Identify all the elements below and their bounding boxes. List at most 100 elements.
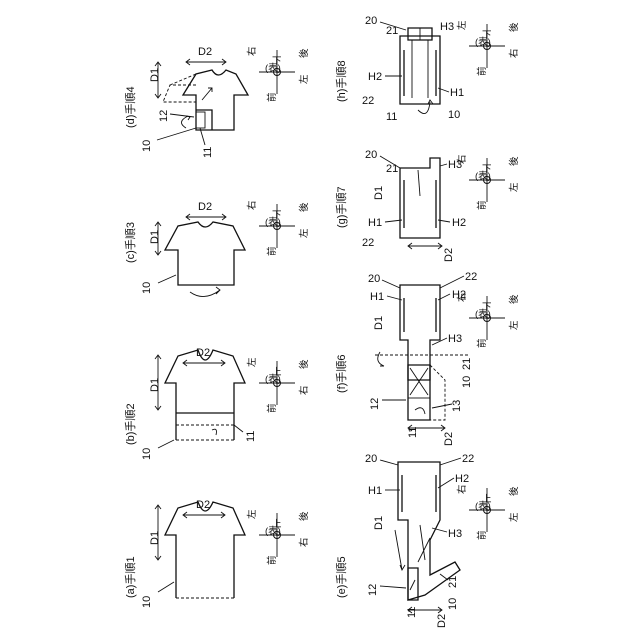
compass-a: 上 (表) 左 右 前 後	[246, 509, 310, 565]
dim-d1-e: D1	[373, 516, 385, 530]
panel-b-dims: D1 D2	[149, 347, 225, 410]
ref-22-e: 22	[462, 453, 474, 465]
ref-11-b: 11	[245, 431, 257, 442]
dim-d1-a: D1	[149, 531, 161, 545]
caption-g: (g)手順7	[334, 186, 348, 228]
panel-a-dims: D1 D2	[149, 499, 225, 560]
compass-right-f: 右	[456, 292, 468, 302]
dim-d1-d: D1	[149, 68, 161, 82]
ref-20-f: 20	[368, 273, 380, 285]
panel-h-box	[400, 28, 440, 114]
ref-h1-e: H1	[368, 485, 382, 497]
panel-c-shirt	[165, 222, 245, 297]
ref-11-e: 11	[406, 607, 418, 618]
compass-right-b: 右	[298, 385, 310, 395]
compass-left-f: 左	[508, 320, 520, 330]
dim-d1-f: D1	[373, 316, 385, 330]
caption-b: (b)手順2	[123, 403, 137, 445]
ref-10-f: 10	[461, 376, 473, 388]
compass-back-b: 後	[298, 359, 310, 369]
compass-back-f: 後	[508, 294, 520, 304]
compass-front-d: 前	[266, 92, 278, 102]
compass-h: 下 (表) 左 右 前 後	[456, 20, 520, 76]
dim-d1-b: D1	[149, 378, 161, 392]
compass-front-h: 前	[476, 66, 488, 76]
compass-face-h: (表)	[475, 36, 491, 48]
compass-left-g: 左	[508, 182, 520, 192]
ref-10-d: 10	[141, 140, 153, 152]
ref-21-g: 21	[386, 163, 398, 175]
panel-d-rotate-arrow	[181, 116, 190, 128]
compass-back-a: 後	[298, 511, 310, 521]
compass-f: 下 (表) 右 左 前 後	[456, 292, 520, 348]
compass-left-d: 左	[298, 74, 310, 84]
panel-b-shirt	[165, 350, 245, 440]
ref-h2-g: H2	[452, 217, 466, 229]
ref-21-f: 21	[461, 358, 473, 370]
compass-left-c: 左	[298, 228, 310, 238]
compass-front-g: 前	[476, 200, 488, 210]
ref-10-e: 10	[447, 598, 459, 610]
compass-face-a: (表)	[265, 525, 281, 537]
compass-left-e: 左	[508, 512, 520, 522]
ref-21-e: 21	[447, 576, 459, 588]
compass-right-g: 右	[456, 154, 468, 164]
dim-d2-b: D2	[196, 347, 210, 359]
compass-right-d: 右	[246, 46, 258, 56]
ref-12-d: 12	[158, 110, 170, 122]
ref-10-a: 10	[141, 596, 153, 608]
ref-10-c: 10	[141, 282, 153, 294]
panel-d-dims: D1 D2	[149, 46, 226, 98]
ref-12-f: 12	[369, 398, 381, 410]
dim-d1-g: D1	[373, 186, 385, 200]
panel-g-box	[400, 158, 440, 238]
dim-d1-c: D1	[149, 230, 161, 244]
panel-g-d2: D2	[408, 243, 455, 262]
ref-11-h: 11	[386, 111, 397, 123]
compass-face-f: (表)	[475, 308, 491, 320]
ref-h3-e: H3	[448, 528, 462, 540]
caption-c: (c)手順3	[123, 222, 137, 263]
ref-12-e: 12	[367, 584, 379, 596]
compass-front-a: 前	[266, 555, 278, 565]
compass-e: 上 (表) 右 左 前 後	[456, 484, 520, 540]
dim-d2-a: D2	[196, 499, 210, 511]
ref-h1-h: H1	[450, 87, 464, 99]
ref-h3-f: H3	[448, 333, 462, 345]
compass-front-b: 前	[266, 403, 278, 413]
compass-right-c: 右	[246, 200, 258, 210]
compass-left-h: 左	[456, 20, 468, 30]
compass-front-e: 前	[476, 530, 488, 540]
compass-face-b: (表)	[265, 373, 281, 385]
compass-face-c: (表)	[265, 216, 281, 228]
ref-20-h: 20	[365, 15, 377, 27]
panel-d-shirt	[163, 70, 248, 130]
compass-face-d: (表)	[265, 62, 281, 74]
caption-h: (h)手順8	[334, 60, 348, 102]
caption-d: (d)手順4	[123, 86, 137, 128]
ref-20-e: 20	[365, 453, 377, 465]
compass-right-e: 右	[456, 484, 468, 494]
caption-e: (e)手順5	[334, 556, 348, 598]
ref-h1-f: H1	[370, 291, 384, 303]
ref-h3-h: H3	[440, 21, 454, 33]
ref-10-h: 10	[448, 109, 460, 121]
compass-right-a: 右	[298, 537, 310, 547]
ref-h1-g: H1	[368, 217, 382, 229]
dim-d2-d: D2	[198, 46, 212, 58]
ref-22-g: 22	[362, 237, 374, 249]
compass-face-g: (表)	[475, 170, 491, 182]
compass-b: 上 (表) 左 右 前 後	[246, 357, 310, 413]
compass-front-f: 前	[476, 338, 488, 348]
ref-21-h: 21	[386, 25, 398, 37]
compass-back-d: 後	[298, 48, 310, 58]
ref-11-d: 11	[202, 147, 214, 158]
compass-left-a: 左	[246, 509, 258, 519]
ref-22-f: 22	[465, 271, 477, 283]
caption-f: (f)手順6	[334, 355, 348, 394]
dim-d2-e: D2	[436, 614, 448, 628]
compass-back-c: 後	[298, 202, 310, 212]
compass-back-e: 後	[508, 486, 520, 496]
